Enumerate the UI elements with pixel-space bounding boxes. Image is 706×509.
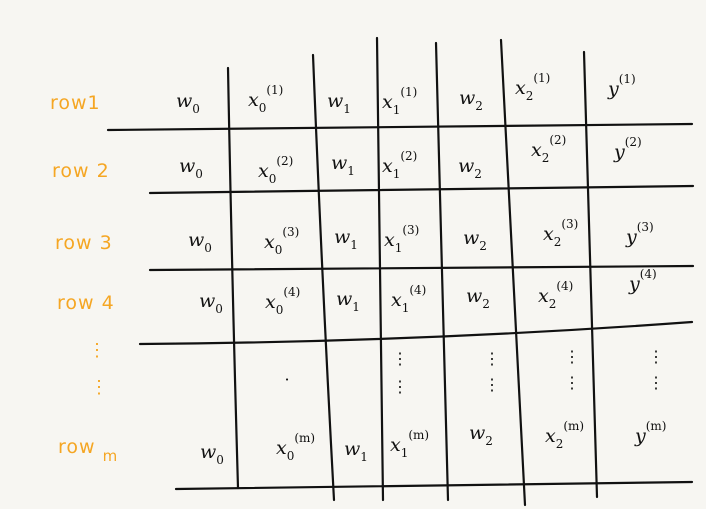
cell-w0: w0	[200, 441, 224, 467]
cell-w0: w0	[176, 90, 200, 116]
row-label-4: row 4	[57, 292, 115, 314]
vline-5	[499, 38, 527, 507]
ellipsis-w2-b: ⋮	[484, 375, 500, 394]
cell-w2: w2	[466, 285, 490, 311]
ellipsis-x1-b: ⋮	[392, 377, 408, 396]
ellipsis-y-b: ⋮	[648, 373, 664, 392]
cell-w2: w2	[469, 422, 493, 448]
hline-5	[174, 480, 694, 491]
hline-4	[138, 320, 694, 346]
cell-x2: x2(2)	[531, 133, 567, 165]
vline-6	[582, 50, 599, 499]
vline-3	[375, 36, 385, 502]
cell-y: y(3)	[626, 220, 654, 248]
cell-x0: x0(m)	[276, 431, 316, 463]
cell-w1: w1	[336, 288, 360, 314]
cell-x2: x2(4)	[538, 279, 574, 311]
hline-3	[148, 264, 695, 272]
row-label-1: row1	[50, 92, 101, 114]
row-label-2: row 2	[52, 160, 110, 182]
cell-w0: w0	[179, 155, 203, 181]
cell-w1: w1	[344, 438, 368, 464]
cell-w0: w0	[199, 290, 223, 316]
cell-w2: w2	[458, 155, 482, 181]
cell-w1: w1	[334, 226, 358, 252]
ellipsis-x2-b: ⋮	[564, 373, 580, 392]
cell-y: y(2)	[614, 135, 642, 163]
ellipsis-x1: ⋮	[392, 349, 408, 368]
cell-x0: x0(4)	[265, 285, 301, 317]
hline-2	[148, 184, 695, 195]
cell-x1: x1(4)	[391, 283, 427, 315]
ellipsis-y: ⋮	[648, 347, 664, 366]
hline-1	[106, 122, 694, 132]
row-label-ellipsis-1: ⋮	[88, 340, 106, 361]
vline-1	[226, 66, 240, 490]
cell-x1: x1(1)	[382, 85, 418, 117]
row-label-m: row m	[58, 436, 119, 465]
cell-y: y(1)	[608, 72, 636, 100]
cell-y: y(4)	[629, 267, 657, 295]
cell-x1: x1(m)	[390, 428, 430, 460]
cell-w0: w0	[188, 229, 212, 255]
cell-x1: x1(2)	[382, 149, 418, 181]
cell-x2: x2(1)	[515, 71, 551, 103]
vline-2	[311, 53, 336, 502]
cell-x1: x1(3)	[384, 223, 420, 255]
ellipsis-x0: ·	[284, 370, 290, 389]
row-label-ellipsis-2: ⋮	[90, 377, 108, 398]
cell-w2: w2	[463, 227, 487, 253]
row-label-3: row 3	[55, 232, 113, 254]
cell-x0: x0(3)	[264, 225, 300, 257]
ellipsis-w2: ⋮	[484, 349, 500, 368]
cell-w1: w1	[327, 90, 351, 116]
vline-4	[434, 41, 450, 502]
cell-x2: x2(m)	[545, 419, 585, 451]
cell-w1: w1	[331, 152, 355, 178]
cell-w2: w2	[459, 87, 483, 113]
cell-x0: x0(2)	[258, 154, 294, 186]
cell-y: y(m)	[635, 419, 667, 447]
cell-x0: x0(1)	[248, 83, 284, 115]
ellipsis-x2: ⋮	[564, 347, 580, 366]
cell-x2: x2(3)	[543, 217, 579, 249]
